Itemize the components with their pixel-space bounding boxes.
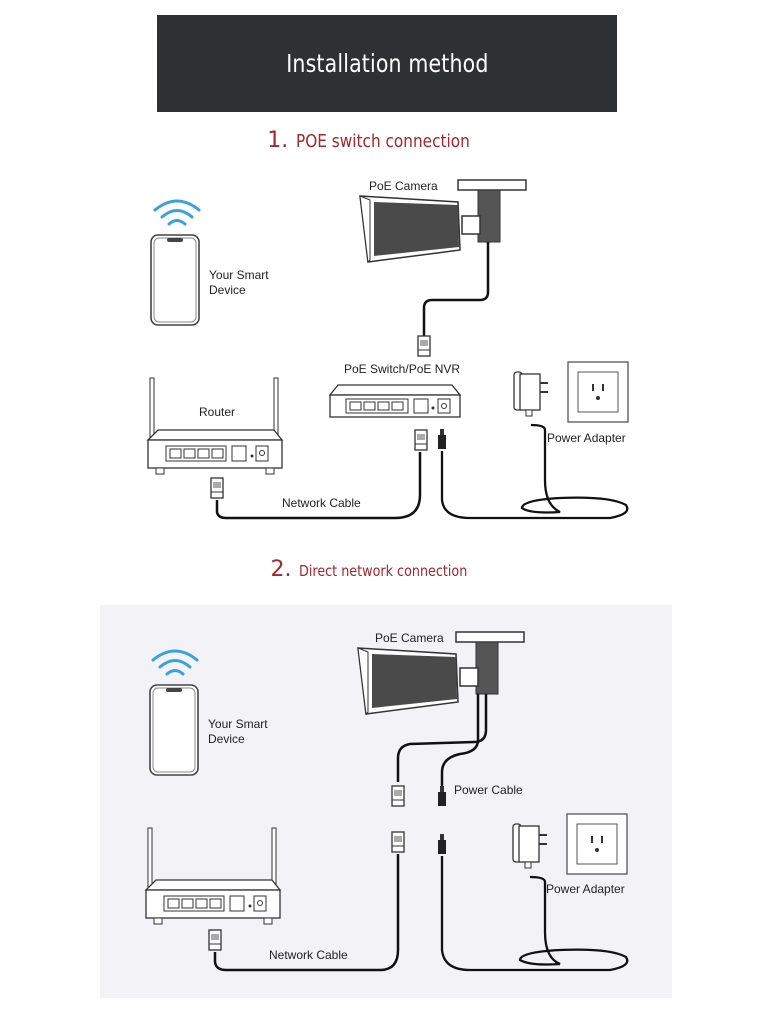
section2-diagram: Your Smart Device PoE Camera Power Cable… xyxy=(145,631,629,972)
section1-title: POE switch connection xyxy=(296,131,471,152)
camera-power-cable xyxy=(440,694,480,790)
section2-number: 2. xyxy=(270,557,292,582)
network-cable-label: Network Cable xyxy=(282,496,361,510)
camera-label: PoE Camera xyxy=(375,631,444,645)
power-cable xyxy=(440,423,629,520)
camera-network-cable xyxy=(422,242,490,336)
wall-outlet-icon xyxy=(567,361,629,423)
camera-network-cable xyxy=(396,694,488,782)
rj45-connector-icon xyxy=(417,335,431,357)
section1-number: 1. xyxy=(267,128,289,153)
device-label-line1: Your Smart xyxy=(209,268,269,282)
rj45-connector-icon xyxy=(208,929,222,951)
network-cable xyxy=(215,452,422,520)
adapter-label: Power Adapter xyxy=(546,882,625,896)
wifi-icon xyxy=(153,199,201,226)
rj45-connector-icon xyxy=(414,429,428,451)
network-cable xyxy=(213,854,400,972)
poe-switch-icon xyxy=(329,384,461,418)
smartphone-icon xyxy=(150,234,200,326)
header-banner: Installation method xyxy=(157,15,617,112)
router-label: Router xyxy=(199,405,235,419)
wifi-icon xyxy=(151,649,199,676)
switch-label: PoE Switch/PoE NVR xyxy=(344,362,460,376)
rj45-connector-icon xyxy=(391,831,405,853)
dc-plug-icon xyxy=(438,834,446,854)
power-adapter-icon xyxy=(513,371,549,417)
section2-title: Direct network connection xyxy=(299,562,468,580)
wall-outlet-icon xyxy=(566,813,628,875)
adapter-label: Power Adapter xyxy=(547,431,626,445)
power-cable xyxy=(440,856,629,972)
section1-diagram: Your Smart Device PoE Camera PoE Switch/… xyxy=(147,179,629,520)
device-label-line2: Device xyxy=(209,283,246,297)
dc-plug-icon xyxy=(438,786,446,806)
smartphone-icon xyxy=(149,684,199,776)
router-icon xyxy=(147,377,283,475)
device-label-line2: Device xyxy=(208,732,245,746)
dc-plug-icon xyxy=(438,429,446,449)
power-adapter-icon xyxy=(512,823,548,869)
router-icon xyxy=(145,827,281,925)
power-cable-label: Power Cable xyxy=(454,783,523,797)
rj45-connector-icon xyxy=(210,477,224,499)
camera-label: PoE Camera xyxy=(369,179,438,193)
rj45-connector-icon xyxy=(391,785,405,807)
device-label-line1: Your Smart xyxy=(208,717,268,731)
network-cable-label: Network Cable xyxy=(269,948,348,962)
section1-heading: 1. POE switch connection xyxy=(0,128,768,153)
page-title: Installation method xyxy=(285,49,489,78)
section2-heading: 2. Direct network connection xyxy=(0,557,768,582)
